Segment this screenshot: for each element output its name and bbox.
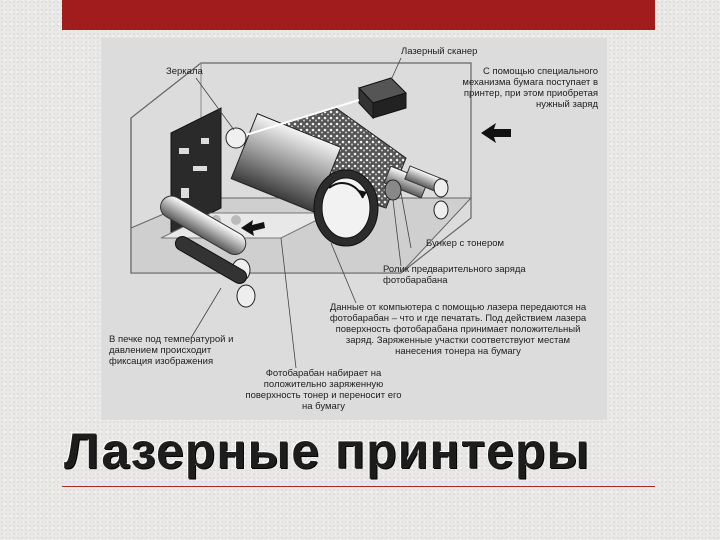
page-title: Лазерные принтеры xyxy=(64,423,591,479)
label-fuser: В печке под температурой и давлением про… xyxy=(109,334,234,367)
label-mirrors: Зеркала xyxy=(166,66,203,77)
photo-drum xyxy=(230,113,379,247)
label-drum: Фотобарабан набирает на положительно зар… xyxy=(245,368,402,412)
laser-scanner xyxy=(358,77,407,120)
label-toner-hopper: Бункер с тонером xyxy=(426,238,505,249)
feed-rollers xyxy=(404,165,449,220)
paper-out-arrow xyxy=(241,220,265,236)
fuser-rollers xyxy=(160,195,256,308)
laser-beam xyxy=(235,99,360,139)
label-laser-data: Данные от компьютера с помощью лазера пе… xyxy=(329,302,587,357)
precharge-roller xyxy=(383,165,429,201)
mirror xyxy=(225,127,247,149)
label-precharge-roller: Ролик предварительного заряда фотобараба… xyxy=(383,264,526,286)
laser-printer-diagram: Лазерный сканер Зеркала С помощью специа… xyxy=(101,38,607,420)
top-accent-bar xyxy=(62,0,655,30)
label-paper-feed: С помощью специального механизма бумага … xyxy=(462,66,598,110)
label-laser-scanner: Лазерный сканер xyxy=(401,46,478,57)
paper-in-arrow xyxy=(481,123,511,143)
bottom-rule xyxy=(62,486,655,487)
printer-illustration xyxy=(130,57,511,369)
